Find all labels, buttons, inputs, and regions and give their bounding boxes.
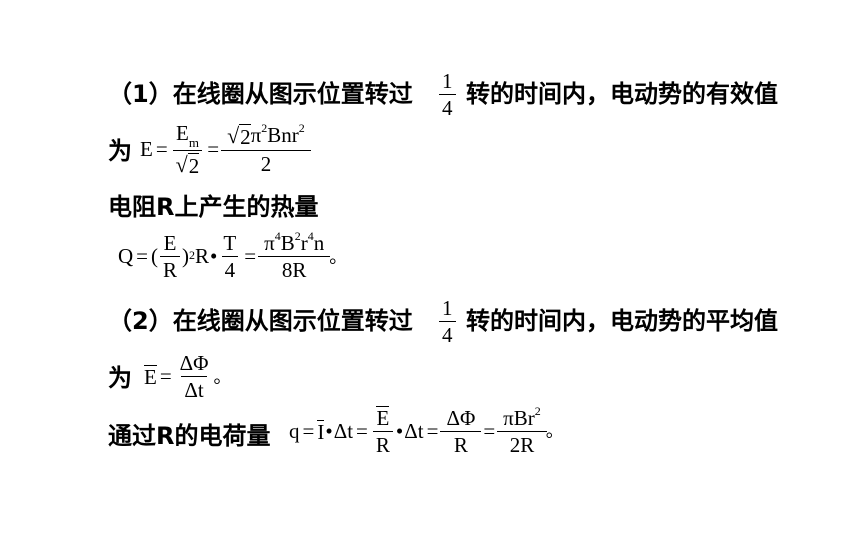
dphi-over-r-fraction: ΔΦ R xyxy=(440,405,482,456)
em-subscript: m xyxy=(188,135,199,151)
effective-emf-formula: E = Em √2 = √2 π2Bnr2 2 xyxy=(140,120,311,178)
em-symbol: E xyxy=(175,121,189,145)
period: 。 xyxy=(329,246,348,267)
line2-prefix: 为 xyxy=(108,137,132,165)
equals-sign: = xyxy=(302,418,315,443)
fraction-numerator: ΔΦ xyxy=(446,405,476,430)
part1-text-prefix: （1）在线圈从图示位置转过 xyxy=(108,80,413,108)
equals-sign: = xyxy=(244,244,257,269)
fraction-denominator: 2 xyxy=(221,149,311,175)
period: 。 xyxy=(545,421,564,442)
equals-sign: = xyxy=(136,244,149,269)
delta-t: Δt xyxy=(404,418,424,443)
left-paren: ( xyxy=(151,244,159,269)
charge-label: 通过R的电荷量 xyxy=(108,422,271,450)
fraction-numerator: ΔΦ xyxy=(179,351,209,375)
equals-sign: = xyxy=(356,418,368,443)
equals-sign: = xyxy=(159,364,172,389)
equals-sign: = xyxy=(155,136,168,161)
delta-t: Δt xyxy=(333,418,354,443)
ebar-over-r-fraction: E R xyxy=(372,406,393,456)
r-symbol: R xyxy=(195,244,210,269)
exponent: 4 xyxy=(274,229,281,243)
emf-symbol: E xyxy=(140,136,153,161)
part1-fraction: 1 4 xyxy=(437,70,458,119)
b-symbol: B xyxy=(280,231,295,255)
fraction-denominator: R xyxy=(372,431,393,456)
e-bar-symbol: E xyxy=(144,365,157,390)
em-over-sqrt2-fraction: Em √2 xyxy=(172,121,203,178)
i-bar-symbol: I xyxy=(317,419,325,444)
period: 。 xyxy=(213,366,232,387)
fraction-denominator: R xyxy=(440,430,482,456)
equals-sign: = xyxy=(426,418,439,443)
part2-text-prefix: （2）在线圈从图示位置转过 xyxy=(108,307,413,335)
fraction-denominator: 4 xyxy=(221,256,239,281)
exponent: 2 xyxy=(189,247,196,262)
fraction-denominator: 4 xyxy=(439,321,456,346)
exponent: 2 xyxy=(261,120,268,135)
sqrt-two: √2 xyxy=(227,122,251,149)
heat-label: 电阻R上产生的热量 xyxy=(108,193,319,221)
fraction-denominator: 2R xyxy=(497,430,547,456)
sqrt-two: √2 xyxy=(175,151,200,178)
fraction-denominator: 4 xyxy=(439,94,456,119)
t-over-4-fraction: T 4 xyxy=(220,232,239,281)
fraction-numerator: E xyxy=(163,231,177,255)
radical-sign-icon: √ xyxy=(227,122,240,148)
heat-formula: Q = ( E R )2 R • T 4 = π4B2r4n 8R 。 xyxy=(118,229,348,281)
bnr-term: Bnr xyxy=(267,122,299,147)
equals-sign: = xyxy=(207,136,220,161)
radical-sign-icon: √ xyxy=(175,151,188,177)
n-symbol: n xyxy=(313,231,325,255)
multiply-dot: • xyxy=(325,418,333,443)
fraction-denominator: Δt xyxy=(181,376,207,401)
exponent: 2 xyxy=(298,120,305,135)
equals-sign: = xyxy=(483,418,496,443)
r-symbol: r xyxy=(300,231,308,255)
average-emf-formula: E = ΔΦ Δt 。 xyxy=(144,352,232,401)
part2-text-suffix: 转的时间内，电动势的平均值 xyxy=(466,307,778,335)
part1-text-suffix: 转的时间内，电动势的有效值 xyxy=(466,80,778,108)
emf-value-fraction: √2 π2Bnr2 2 xyxy=(221,120,311,175)
exponent: 2 xyxy=(294,229,301,243)
pi-symbol: π xyxy=(250,122,262,147)
exponent: 2 xyxy=(534,403,541,418)
heat-result-fraction: π4B2r4n 8R xyxy=(258,229,331,281)
part2-fraction: 1 4 xyxy=(437,297,458,346)
exponent: 4 xyxy=(307,229,314,243)
multiply-dot: • xyxy=(210,244,218,269)
q-symbol: q xyxy=(289,418,300,443)
right-paren: ) xyxy=(182,244,190,269)
e-over-r-fraction: E R xyxy=(160,231,181,281)
q-symbol: Q xyxy=(118,244,134,269)
fraction-numerator: T xyxy=(223,231,237,255)
pibr-term: πBr xyxy=(503,405,535,430)
charge-formula: q = I • Δt = E R • Δt = ΔΦ R = πBr2 2R 。 xyxy=(289,403,564,456)
e-bar-symbol: E xyxy=(376,406,390,430)
fraction-numerator: 1 xyxy=(442,69,453,93)
charge-result-fraction: πBr2 2R xyxy=(497,403,547,456)
line6-prefix: 为 xyxy=(108,364,132,392)
fraction-denominator: R xyxy=(160,256,181,281)
pi-symbol: π xyxy=(264,231,275,255)
fraction-numerator: 1 xyxy=(442,296,453,320)
fraction-denominator: 8R xyxy=(258,256,331,281)
multiply-dot: • xyxy=(395,418,404,443)
dphi-over-dt-fraction: ΔΦ Δt xyxy=(177,352,212,401)
